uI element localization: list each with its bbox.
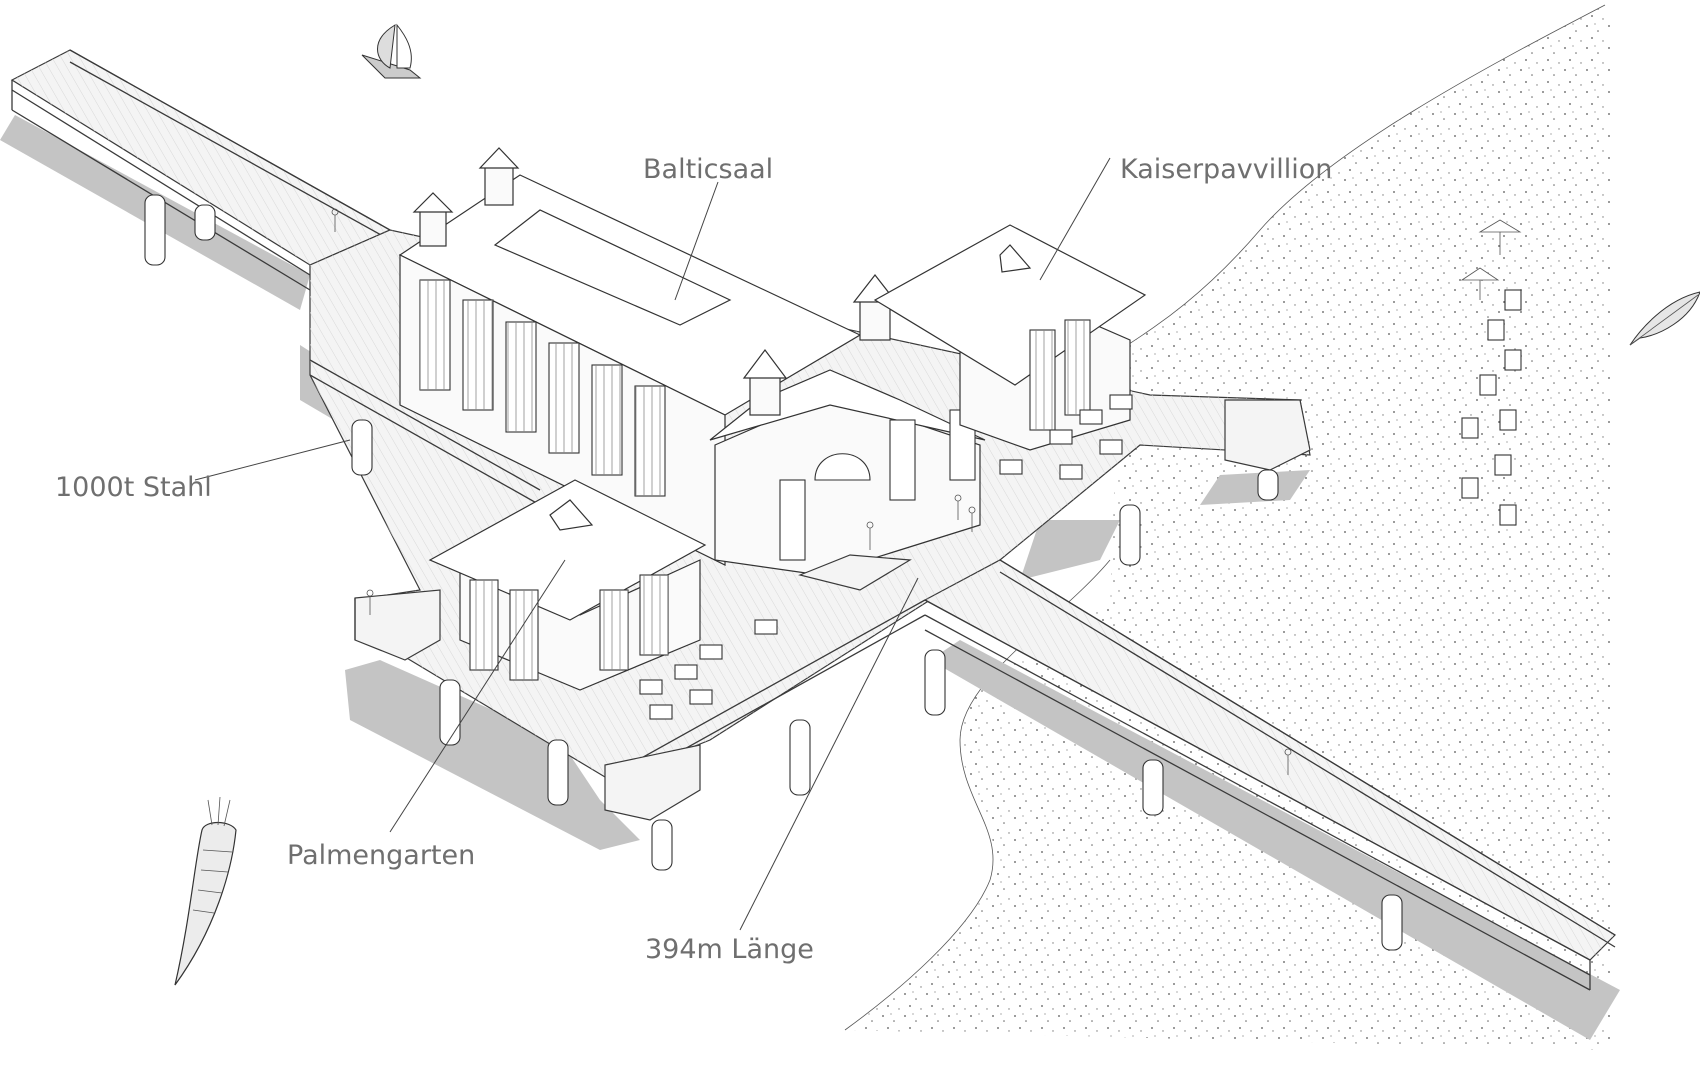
- shoreline-north: [1119, 4, 1606, 351]
- palmengarten-building: [428, 479, 707, 691]
- walkway-southeast-posts: [1142, 759, 1403, 951]
- turret-north: [478, 147, 520, 206]
- leader-laenge: [739, 577, 919, 931]
- carrot: [174, 796, 237, 986]
- labels: Balticsaal Kaiserpavvillion 1000t Stahl …: [55, 154, 1332, 965]
- balticsaal-hall: [398, 147, 862, 566]
- beach-chairs: [1460, 219, 1522, 526]
- central-entrance: [709, 274, 986, 591]
- leaf: [1629, 291, 1700, 346]
- walkway-northwest: [10, 49, 392, 291]
- label-balticsaal: Balticsaal: [643, 154, 773, 185]
- leader-lines: [194, 157, 1111, 931]
- walkway-northwest-posts: [144, 194, 216, 266]
- leader-kaiserpavillon: [1039, 157, 1111, 281]
- cafe-tables: [639, 394, 1133, 720]
- leader-palmengarten: [389, 559, 566, 833]
- turret-center: [742, 349, 788, 416]
- label-stahl: 1000t Stahl: [55, 472, 212, 503]
- leader-balticsaal: [674, 181, 719, 301]
- turret-west: [412, 192, 454, 247]
- label-laenge: 394m Länge: [645, 934, 814, 965]
- label-palmengarten: Palmengarten: [287, 840, 475, 871]
- turret-east: [852, 274, 898, 341]
- label-kaiserpavillon: Kaiserpavvillion: [1120, 154, 1332, 185]
- sailboat: [361, 23, 422, 79]
- hall-windows: [419, 279, 666, 497]
- people: [331, 208, 1292, 775]
- walkway-southeast: [923, 559, 1616, 991]
- leader-stahl: [194, 439, 351, 481]
